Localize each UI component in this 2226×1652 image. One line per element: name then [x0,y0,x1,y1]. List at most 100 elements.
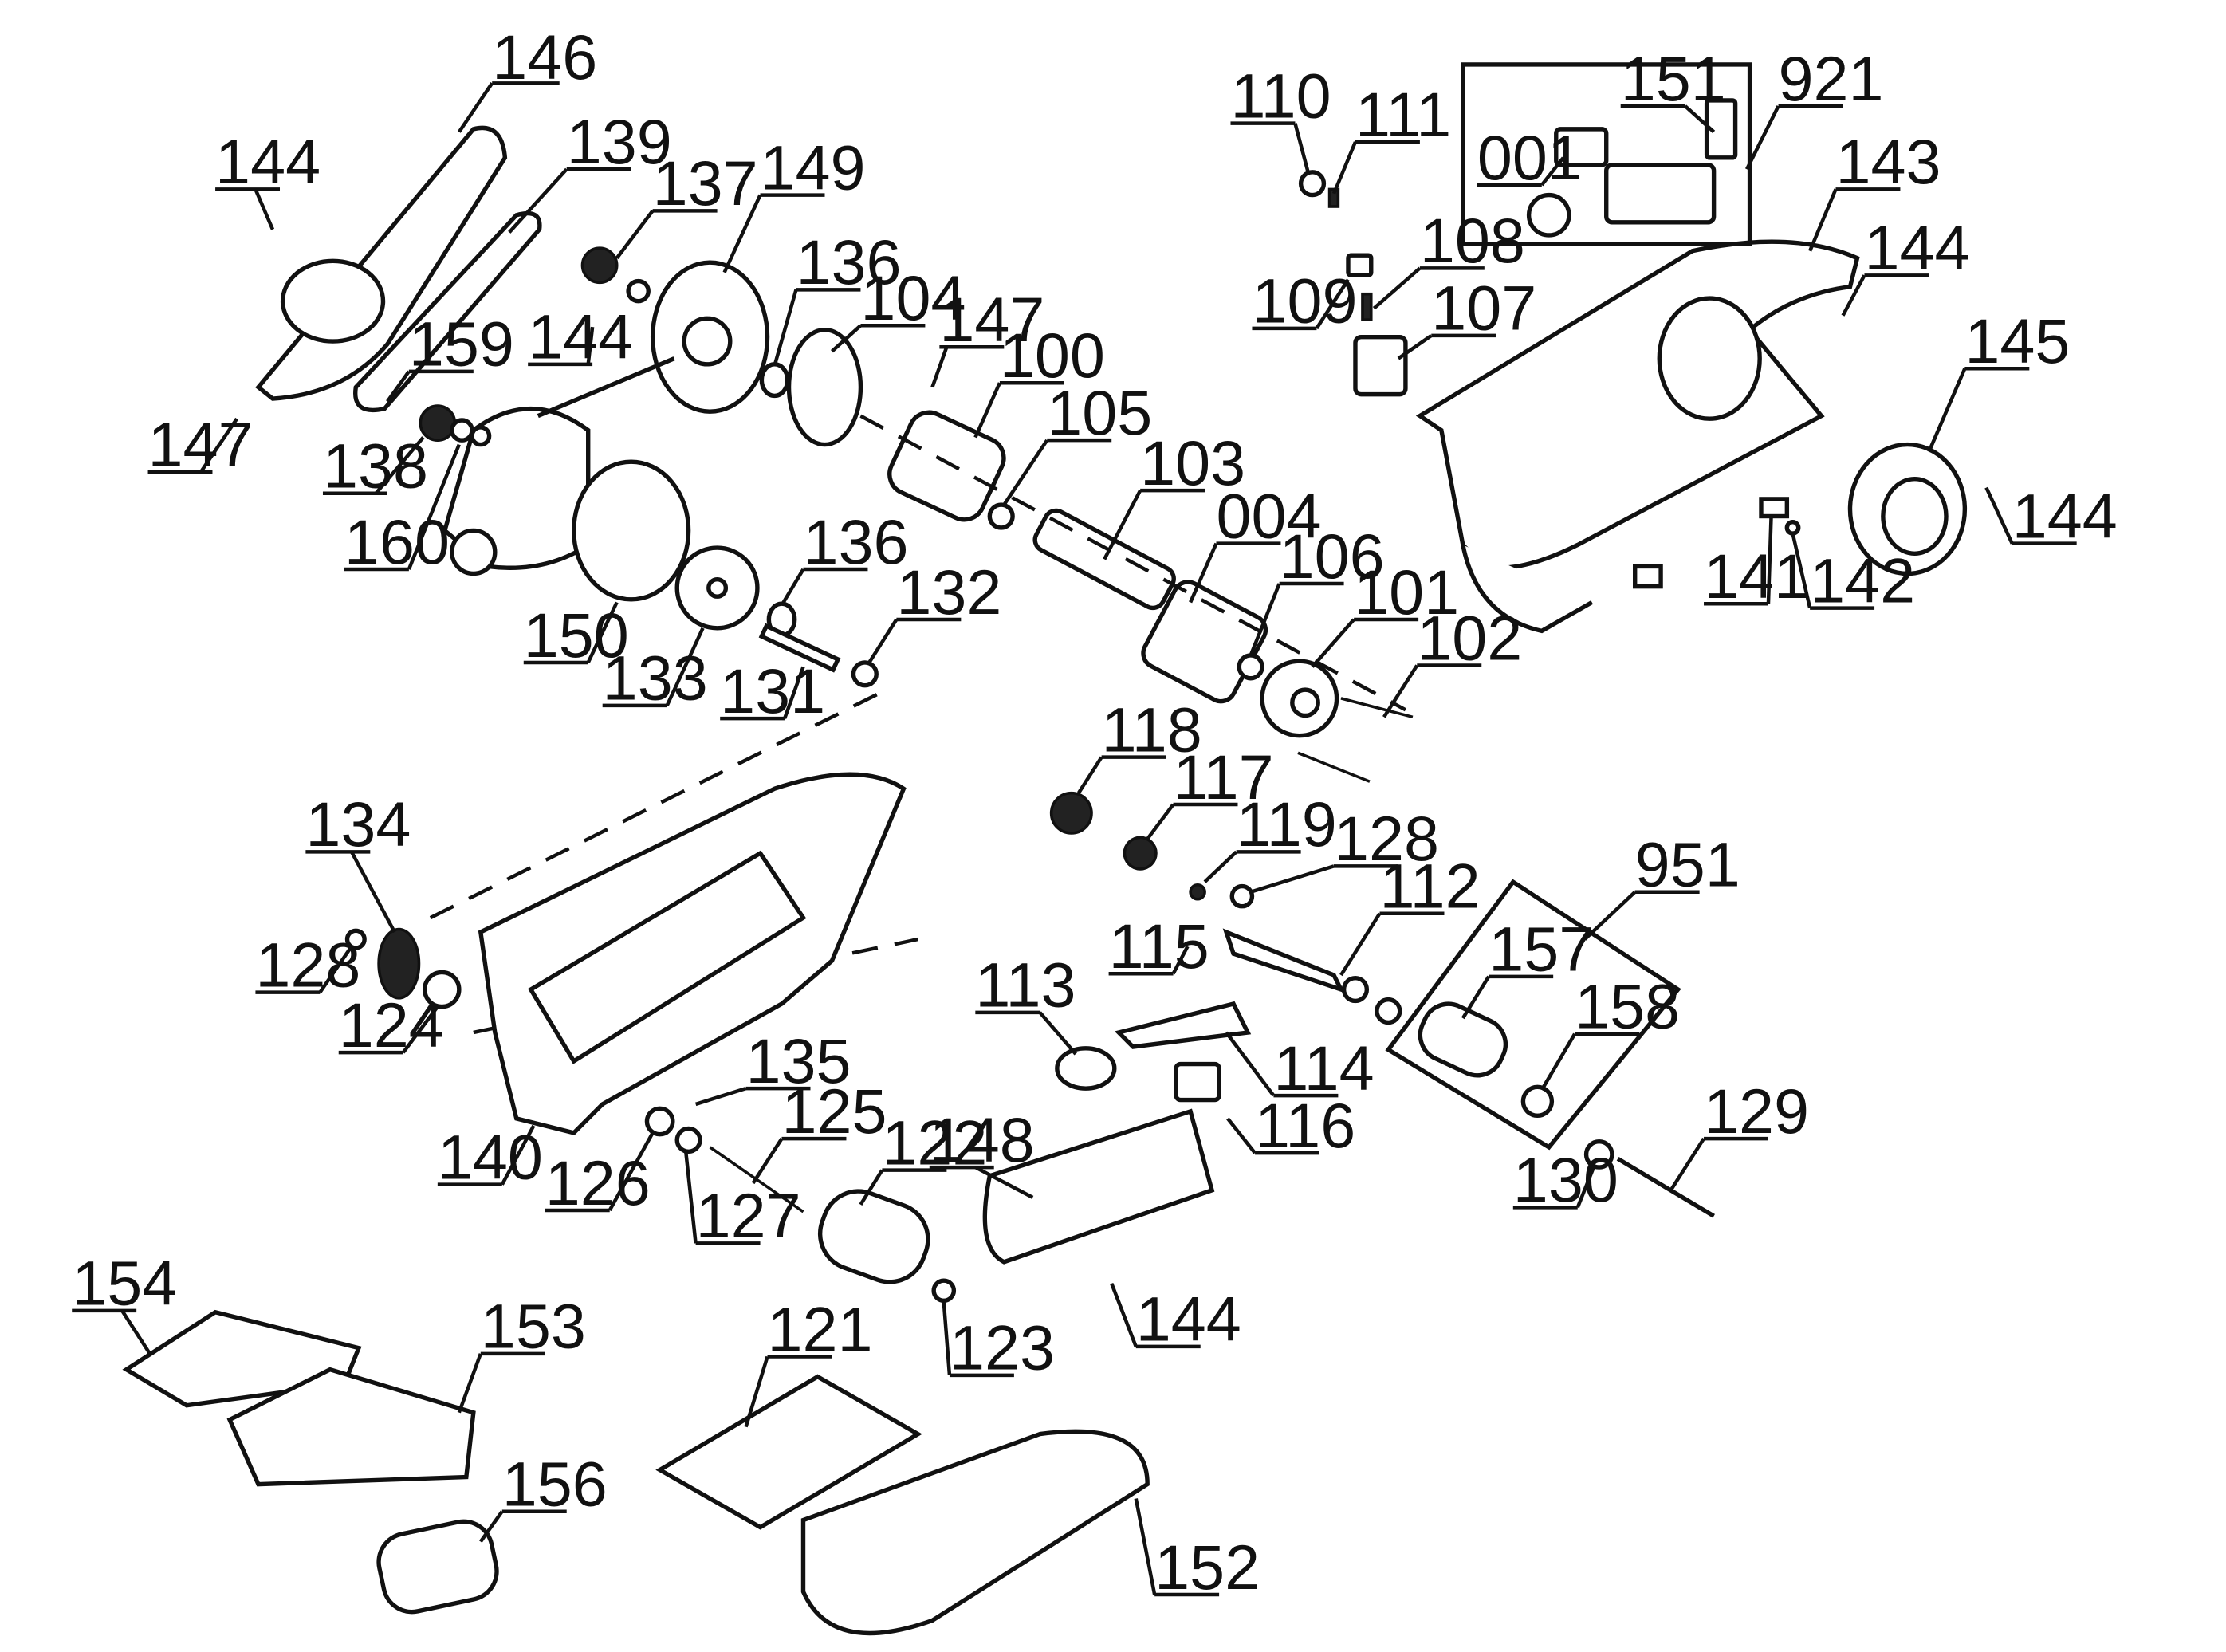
callout-label: 105 [1047,377,1152,448]
callout-144b: 144 [528,301,633,372]
callout-137: 137 [615,148,758,260]
callout-label: 117 [1174,741,1274,812]
callout-label: 110 [1230,60,1331,131]
callout-149: 149 [722,132,866,273]
callout-142: 142 [1791,533,1915,616]
part-roller [817,1189,930,1284]
callout-label: 128 [1334,803,1439,874]
callout-130: 130 [1512,1144,1618,1215]
callout-127: 127 [683,1150,801,1251]
part-gear-housing [442,407,591,570]
callout-147b: 147 [147,409,254,480]
callout-label: 123 [950,1312,1055,1383]
callout-label: 111 [1355,79,1451,150]
callout-144d: 144 [1984,480,2118,551]
callout-label: 149 [761,132,866,203]
callout-106: 106 [1249,521,1385,656]
callout-141: 141 [1704,516,1809,612]
callout-103: 103 [1103,427,1245,560]
callout-label: 119 [1237,789,1337,859]
callout-136: 136 [773,226,902,367]
callout-label: 136 [804,506,909,577]
callouts: 146 144 139 137 149 136 104 147 100 144 … [72,22,2118,1603]
callout-label: 157 [1489,914,1594,985]
part-plate [655,1374,922,1530]
callout-label: 109 [1252,266,1357,336]
callout-134: 134 [305,789,411,934]
callout-105: 105 [1002,377,1152,506]
part-pulley-137 [580,246,619,285]
callout-label: 107 [1431,273,1536,344]
callout-label: 127 [696,1180,801,1251]
callout-label: 118 [1102,694,1202,765]
callout-121: 121 [744,1293,873,1428]
parts-drawing [122,62,1968,1636]
callout-label: 001 [1477,122,1583,193]
callout-label: 144 [528,301,633,372]
callout-135: 135 [694,1025,851,1107]
callout-158: 158 [1540,971,1680,1092]
callout-119: 119 [1203,789,1337,883]
callout-152: 152 [1134,1498,1260,1603]
callout-label: 124 [339,989,444,1060]
callout-148: 148 [929,1104,1035,1199]
callout-label: 144 [1136,1284,1241,1355]
roller-kit-box [1385,879,1681,1150]
callout-101: 101 [1311,557,1459,668]
callout-label: 137 [653,148,758,218]
callout-128: 128 [1250,803,1439,894]
part-fan-104 [786,327,863,447]
callout-001: 001 [1477,122,1583,193]
callout-label: 136 [796,226,902,297]
part-belt-cover-opening [280,258,386,344]
callout-label: 135 [746,1025,851,1096]
callout-107: 107 [1397,273,1536,360]
callout-label: 140 [438,1121,543,1192]
callout-label: 126 [545,1147,651,1218]
callout-139: 139 [508,106,672,234]
callout-label: 144 [215,126,321,197]
callout-label: 115 [1109,911,1209,981]
part-armature [1032,508,1176,611]
callout-108: 108 [1372,205,1525,310]
callout-144: 144 [215,126,321,230]
callout-951: 951 [1583,829,1740,941]
callout-104: 104 [830,262,966,353]
callout-109: 109 [1252,266,1357,336]
callout-label: 951 [1635,829,1740,900]
callout-156: 156 [478,1449,608,1543]
callout-label: 151 [1621,43,1726,114]
callout-label: 100 [1000,320,1105,391]
callout-129: 129 [1669,1076,1809,1192]
switch-kit-box [1461,62,1752,246]
callout-100: 100 [973,320,1105,439]
callout-label: 147 [939,284,1044,355]
callout-label: 132 [896,557,1001,627]
callout-157: 157 [1461,914,1594,1020]
callout-label: 103 [1140,427,1245,498]
part-roller-157 [1418,1001,1508,1078]
part-dustbox [226,1367,476,1487]
callout-label: 154 [72,1248,177,1319]
callout-label: 131 [720,655,825,726]
callout-133: 133 [602,627,708,714]
callout-label: 104 [860,262,966,333]
callout-128b: 128 [255,929,360,1000]
part-tube [376,1519,499,1615]
callout-111: 111 [1331,79,1451,195]
part-sanding-belt [800,1429,1150,1636]
callout-138: 138 [323,431,428,502]
callout-118: 118 [1076,694,1202,794]
callout-102: 102 [1382,602,1522,718]
callout-label: 129 [1704,1076,1809,1147]
callout-126: 126 [545,1131,655,1218]
callout-label: 116 [1255,1090,1355,1161]
callout-136b: 136 [780,506,909,607]
callout-label: 145 [1964,305,2070,376]
callout-label: 138 [323,431,428,502]
callout-label: 152 [1154,1532,1260,1603]
callout-label: 153 [481,1291,586,1362]
callout-115: 115 [1109,911,1209,981]
callout-label: 125 [782,1076,887,1147]
